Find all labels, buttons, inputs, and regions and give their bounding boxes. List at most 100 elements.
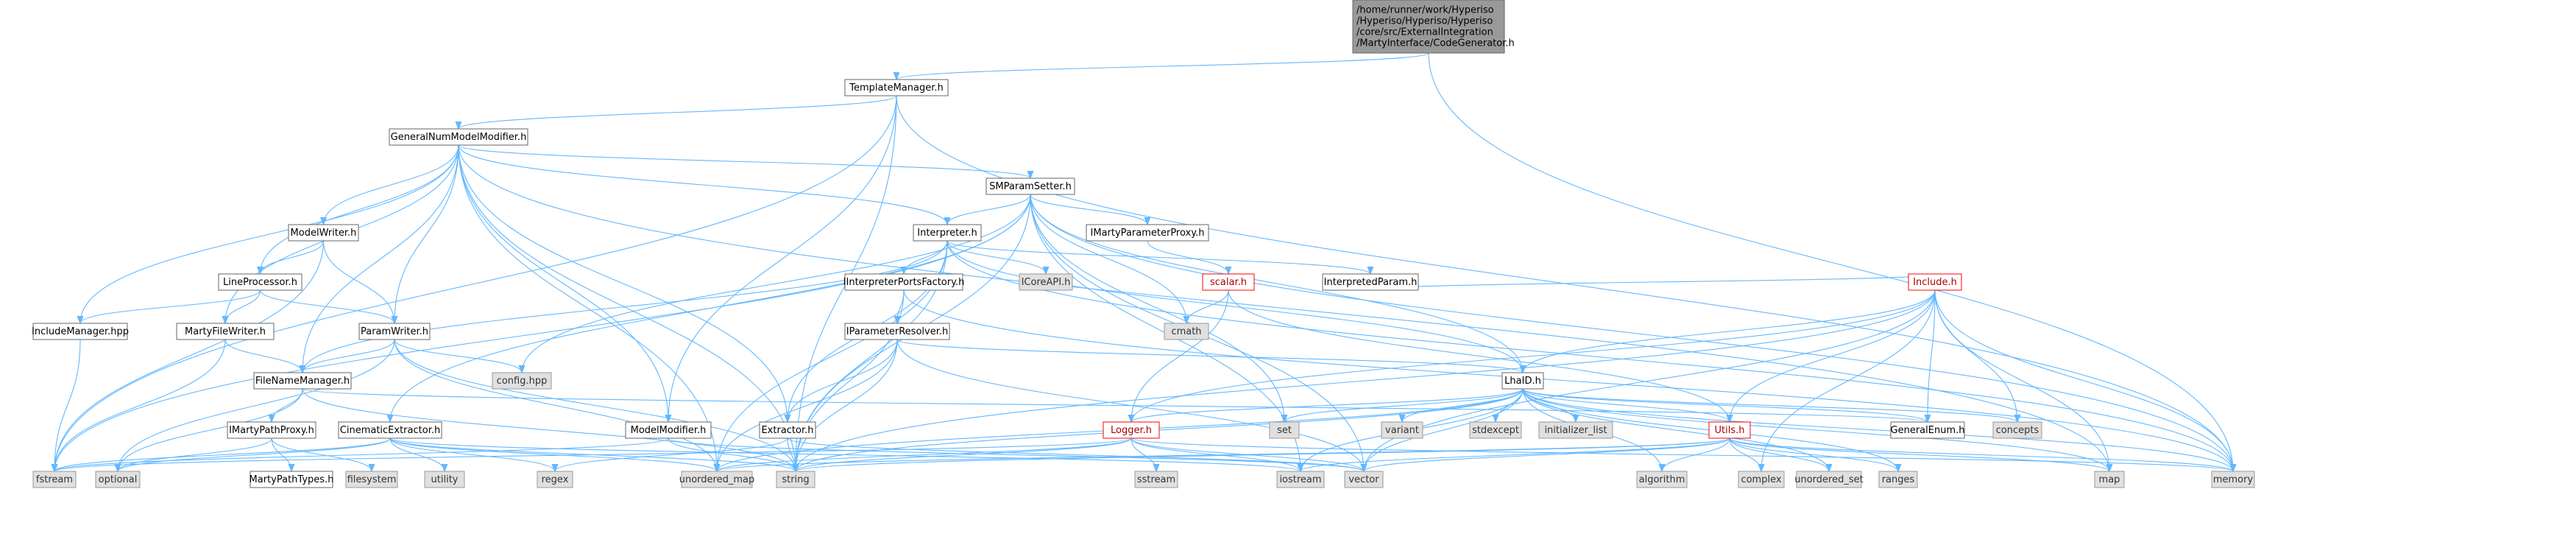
- edge-utils-to-memory: [1729, 437, 2233, 472]
- node-config: config.hpp: [492, 372, 552, 390]
- edge-utils-to-map: [1729, 437, 2109, 472]
- node-iipf[interactable]: IInterpreterPortsFactory.h: [843, 273, 965, 291]
- node-box: [776, 471, 815, 488]
- node-lp[interactable]: LineProcessor.h: [218, 273, 302, 291]
- edge-root-to-memory: [1428, 52, 2233, 471]
- node-mfw[interactable]: MartyFileWriter.h: [176, 323, 275, 340]
- edge-gnmm-to-extr: [458, 144, 788, 422]
- node-regex: regex: [537, 471, 573, 488]
- edge-utils-to-umap: [717, 437, 1730, 472]
- node-label: InterpretedParam.h: [1324, 277, 1418, 288]
- node-pw[interactable]: ParamWriter.h: [358, 323, 431, 340]
- node-label: unordered_map: [679, 474, 755, 485]
- node-gnmm[interactable]: GeneralNumModelModifier.h: [389, 128, 528, 146]
- edge-utils-to-uset: [1729, 437, 1829, 472]
- node-box: [1322, 273, 1419, 291]
- node-utility: utility: [424, 471, 465, 488]
- edge-include-to-memory: [1934, 289, 2233, 471]
- node-label: Utils.h: [1715, 425, 1745, 436]
- node-root[interactable]: /home/runner/work/Hyperiso/Hyperiso/Hype…: [1352, 0, 1515, 54]
- node-label: iostream: [1279, 474, 1321, 485]
- edge-utils-to-algorithm: [1662, 437, 1730, 472]
- edge-pw-to-config: [394, 339, 522, 373]
- node-mw[interactable]: ModelWriter.h: [288, 224, 359, 242]
- node-iostream: iostream: [1276, 471, 1325, 488]
- edge-utils-to-string: [796, 437, 1730, 472]
- edge-include-to-genenum: [1928, 289, 1936, 422]
- edge-mw-to-fstream: [54, 240, 325, 471]
- node-initl: initializer_list: [1538, 421, 1613, 439]
- node-box: [1908, 273, 1962, 291]
- edge-logger-to-fstream: [54, 437, 1132, 472]
- node-lhaid[interactable]: LhaID.h: [1501, 372, 1544, 390]
- node-box: [1019, 273, 1073, 291]
- edge-utils-to-complex: [1729, 437, 1761, 472]
- node-imppx[interactable]: IMartyPathProxy.h: [227, 421, 316, 439]
- node-smps[interactable]: SMParamSetter.h: [986, 177, 1075, 195]
- node-label: IncludeManager.hpp: [32, 326, 129, 337]
- node-box: [250, 471, 333, 488]
- node-tm[interactable]: TemplateManager.h: [844, 79, 949, 96]
- node-ipr[interactable]: IParameterResolver.h: [844, 323, 950, 340]
- node-box: [389, 128, 528, 146]
- edge-imppx-to-optional: [118, 437, 272, 472]
- node-label: FileNameManager.h: [255, 376, 350, 387]
- node-utils[interactable]: Utils.h: [1708, 421, 1751, 439]
- node-impp[interactable]: IMartyParameterProxy.h: [1086, 224, 1209, 242]
- node-complex: complex: [1738, 471, 1785, 488]
- edge-mw-to-pw: [322, 240, 395, 323]
- node-logger[interactable]: Logger.h: [1103, 421, 1160, 439]
- node-label: fstream: [36, 474, 73, 485]
- node-mpt[interactable]: MartyPathTypes.h: [250, 471, 334, 488]
- node-optional: optional: [95, 471, 141, 488]
- node-im[interactable]: IncludeManager.hpp: [32, 323, 129, 340]
- node-icore: ICoreAPI.h: [1019, 273, 1073, 291]
- edge-logger-to-string: [796, 437, 1132, 472]
- node-label: Interpreter.h: [917, 228, 977, 239]
- edge-mw-to-lp: [261, 240, 325, 275]
- edge-interp-to-lhaid: [946, 240, 1523, 373]
- node-label: LhaID.h: [1504, 376, 1541, 387]
- node-box: [1501, 372, 1544, 390]
- node-cine[interactable]: CinematicExtractor.h: [338, 421, 442, 439]
- edge-modmod-to-fstream: [54, 437, 669, 472]
- node-label: regex: [542, 474, 569, 485]
- node-box: [986, 177, 1075, 195]
- edge-include-to-string: [796, 289, 1936, 471]
- node-label: IMartyParameterProxy.h: [1091, 228, 1205, 239]
- node-label: Logger.h: [1111, 425, 1152, 436]
- node-label: ranges: [1882, 474, 1915, 485]
- node-include[interactable]: Include.h: [1908, 273, 1962, 291]
- node-box: [1344, 471, 1384, 488]
- node-iparam[interactable]: InterpretedParam.h: [1322, 273, 1419, 291]
- node-label: TemplateManager.h: [849, 82, 943, 94]
- edge-lhaid-to-memory: [1522, 388, 2233, 472]
- node-interp[interactable]: Interpreter.h: [913, 224, 982, 242]
- edge-gnmm-to-map: [458, 144, 2109, 471]
- node-modmod[interactable]: ModelModifier.h: [625, 421, 712, 439]
- node-box: [1796, 471, 1862, 488]
- node-label: initializer_list: [1544, 425, 1607, 436]
- edge-cine-to-umap: [389, 437, 717, 472]
- node-box: [32, 471, 77, 488]
- node-label: map: [2099, 474, 2120, 485]
- edge-cine-to-fstream: [54, 437, 391, 472]
- node-fnm[interactable]: FileNameManager.h: [253, 372, 352, 390]
- node-label: LineProcessor.h: [223, 277, 297, 288]
- node-extr[interactable]: Extractor.h: [759, 421, 816, 439]
- node-genenum[interactable]: GeneralEnum.h: [1890, 421, 1965, 439]
- node-box: [1738, 471, 1785, 488]
- node-label: filesystem: [347, 474, 397, 485]
- node-box: [1708, 421, 1751, 439]
- edge-mfw-to-fnm: [224, 339, 302, 373]
- edge-tm-to-gnmm: [459, 95, 897, 130]
- node-label: GeneralEnum.h: [1891, 425, 1965, 436]
- node-label: /MartyInterface/CodeGenerator.h: [1356, 38, 1515, 49]
- node-label: IParameterResolver.h: [846, 326, 948, 337]
- edge-gnmm-to-string: [458, 144, 796, 471]
- edge-fnm-to-optional: [118, 388, 303, 471]
- node-scalar[interactable]: scalar.h: [1202, 273, 1255, 291]
- edge-root-to-tm: [896, 52, 1429, 80]
- edge-imppx-to-filesystem: [271, 437, 372, 472]
- node-box: [253, 372, 352, 390]
